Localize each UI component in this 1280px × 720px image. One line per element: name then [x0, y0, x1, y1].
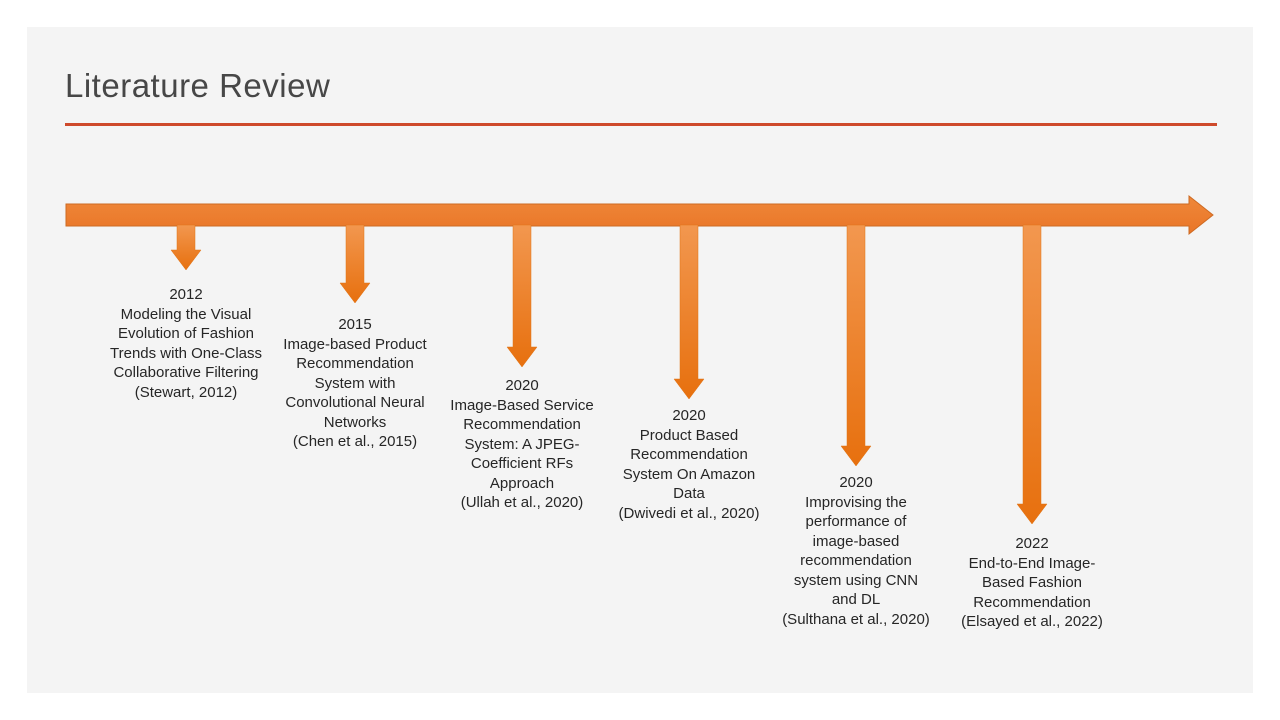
entry-title: Modeling the Visual Evolution of Fashion… — [110, 305, 262, 382]
down-arrow-5 — [840, 224, 872, 467]
entry-title: Improvising the performance of image-bas… — [793, 493, 919, 609]
timeline-entry-3: 2020 Image-Based Service Recommendation … — [434, 376, 610, 513]
timeline-entry-5: 2020 Improvising the performance of imag… — [768, 473, 944, 629]
down-arrow-3 — [506, 224, 538, 368]
entry-citation: (Ullah et al., 2020) — [460, 494, 584, 511]
entry-year: 2020 — [672, 407, 706, 424]
down-arrow-1 — [170, 224, 202, 271]
down-arrow-4 — [673, 224, 705, 400]
timeline-axis-arrow — [65, 194, 1214, 236]
entry-year: 2020 — [505, 377, 539, 394]
entry-year: 2012 — [169, 286, 203, 303]
entry-citation: (Dwivedi et al., 2020) — [618, 504, 760, 522]
entry-year: 2015 — [338, 316, 372, 333]
entry-title: Product Based Recommendation System On A… — [622, 426, 756, 503]
title-accent-line — [65, 123, 1217, 126]
entry-year: 2022 — [1015, 535, 1049, 552]
timeline-diagram — [65, 194, 1214, 525]
timeline-entry-4: 2020 Product Based Recommendation System… — [601, 406, 777, 523]
timeline-entry-6: 2022 End-to-End Image- Based Fashion Rec… — [944, 534, 1120, 632]
slide: Literature Review 2012 Modeling the Visu… — [27, 27, 1253, 693]
timeline-entry-1: 2012 Modeling the Visual Evolution of Fa… — [98, 285, 274, 402]
down-arrow-6 — [1016, 224, 1048, 525]
entry-title: End-to-End Image- Based Fashion Recommen… — [968, 554, 1096, 611]
slide-title: Literature Review — [65, 67, 331, 104]
entry-citation: (Stewart, 2012) — [134, 383, 238, 401]
entry-citation: (Chen et al., 2015) — [292, 433, 418, 450]
timeline-entry-2: 2015 Image-based Product Recommendation … — [267, 315, 443, 452]
entry-citation: (Elsayed et al., 2022) — [961, 613, 1103, 630]
down-arrow-2 — [339, 224, 371, 304]
entry-citation: (Sulthana et al., 2020) — [782, 610, 930, 628]
entry-title: Image-based Product Recommendation Syste… — [283, 335, 427, 431]
entry-title: Image-Based Service Recommendation Syste… — [450, 396, 594, 492]
entry-year: 2020 — [839, 474, 873, 491]
